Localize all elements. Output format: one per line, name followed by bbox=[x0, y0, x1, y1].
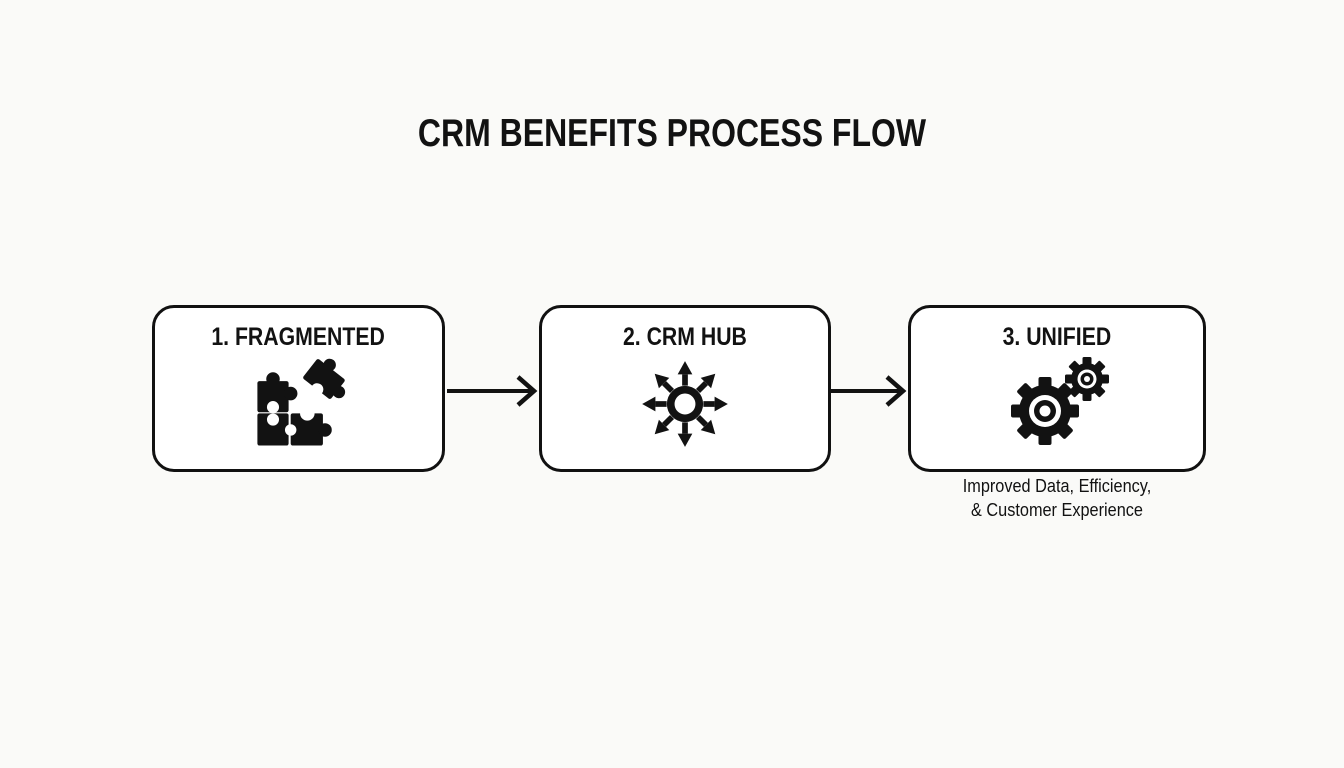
step-box-crm-hub: 2. CRM HUB bbox=[539, 305, 831, 472]
hub-spokes-icon bbox=[642, 361, 728, 447]
step-box-unified: 3. UNIFIED bbox=[908, 305, 1206, 472]
flow-arrow-1 bbox=[447, 375, 538, 407]
puzzle-pieces-icon bbox=[256, 358, 345, 446]
gears-icon bbox=[1011, 357, 1109, 445]
flow-arrow-2 bbox=[830, 375, 907, 407]
diagram-title: CRM BENEFITS PROCESS FLOW bbox=[417, 112, 927, 155]
step-label-fragmented: 1. FRAGMENTED bbox=[211, 323, 386, 351]
step-label-unified: 3. UNIFIED bbox=[1002, 323, 1112, 351]
result-caption: Improved Data, Efficiency, & Customer Ex… bbox=[962, 475, 1152, 520]
step-box-fragmented: 1. FRAGMENTED bbox=[152, 305, 445, 472]
step-label-crm-hub: 2. CRM HUB bbox=[623, 323, 747, 351]
